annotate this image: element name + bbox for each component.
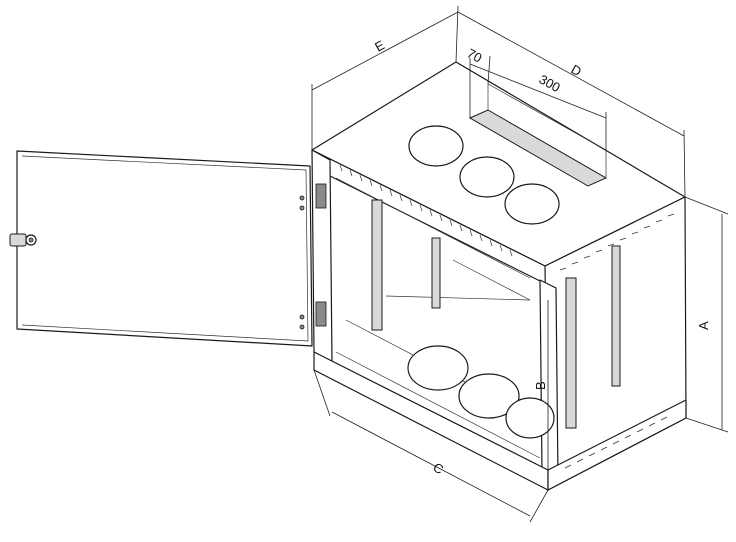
open-door [9,150,313,347]
bottom-side-vents [564,416,668,469]
front-right-post [539,279,559,481]
rack-rail-rear [431,237,441,309]
bottom-fan-cutout-3 [505,397,555,439]
front-left-post [311,149,333,363]
dim-label-c: C [431,460,446,478]
cabinet-body [311,61,687,491]
bottom-fan-cutout-2 [458,373,520,419]
bottom-fan-cutout-1 [407,345,469,391]
dim-label-b: B [533,381,548,390]
dimension-lines [311,5,729,523]
top-fan-cutout-1 [408,125,464,167]
dim-label-d: D [569,62,584,80]
top-side-vents [559,213,675,271]
top-front-vents [339,164,513,257]
hinge-bottom [315,301,327,327]
dim-label-70: 70 [465,46,485,66]
rack-rail-side [611,245,621,387]
door-lock-icon [9,233,37,247]
dim-label-e: E [372,37,387,54]
top-fan-cutout-3 [504,183,560,225]
rack-rail-left [371,199,383,331]
rack-rail-right [565,277,577,429]
top-fan-cutout-2 [459,156,515,198]
dim-label-a: A [696,321,711,330]
hinge-top [315,183,327,209]
